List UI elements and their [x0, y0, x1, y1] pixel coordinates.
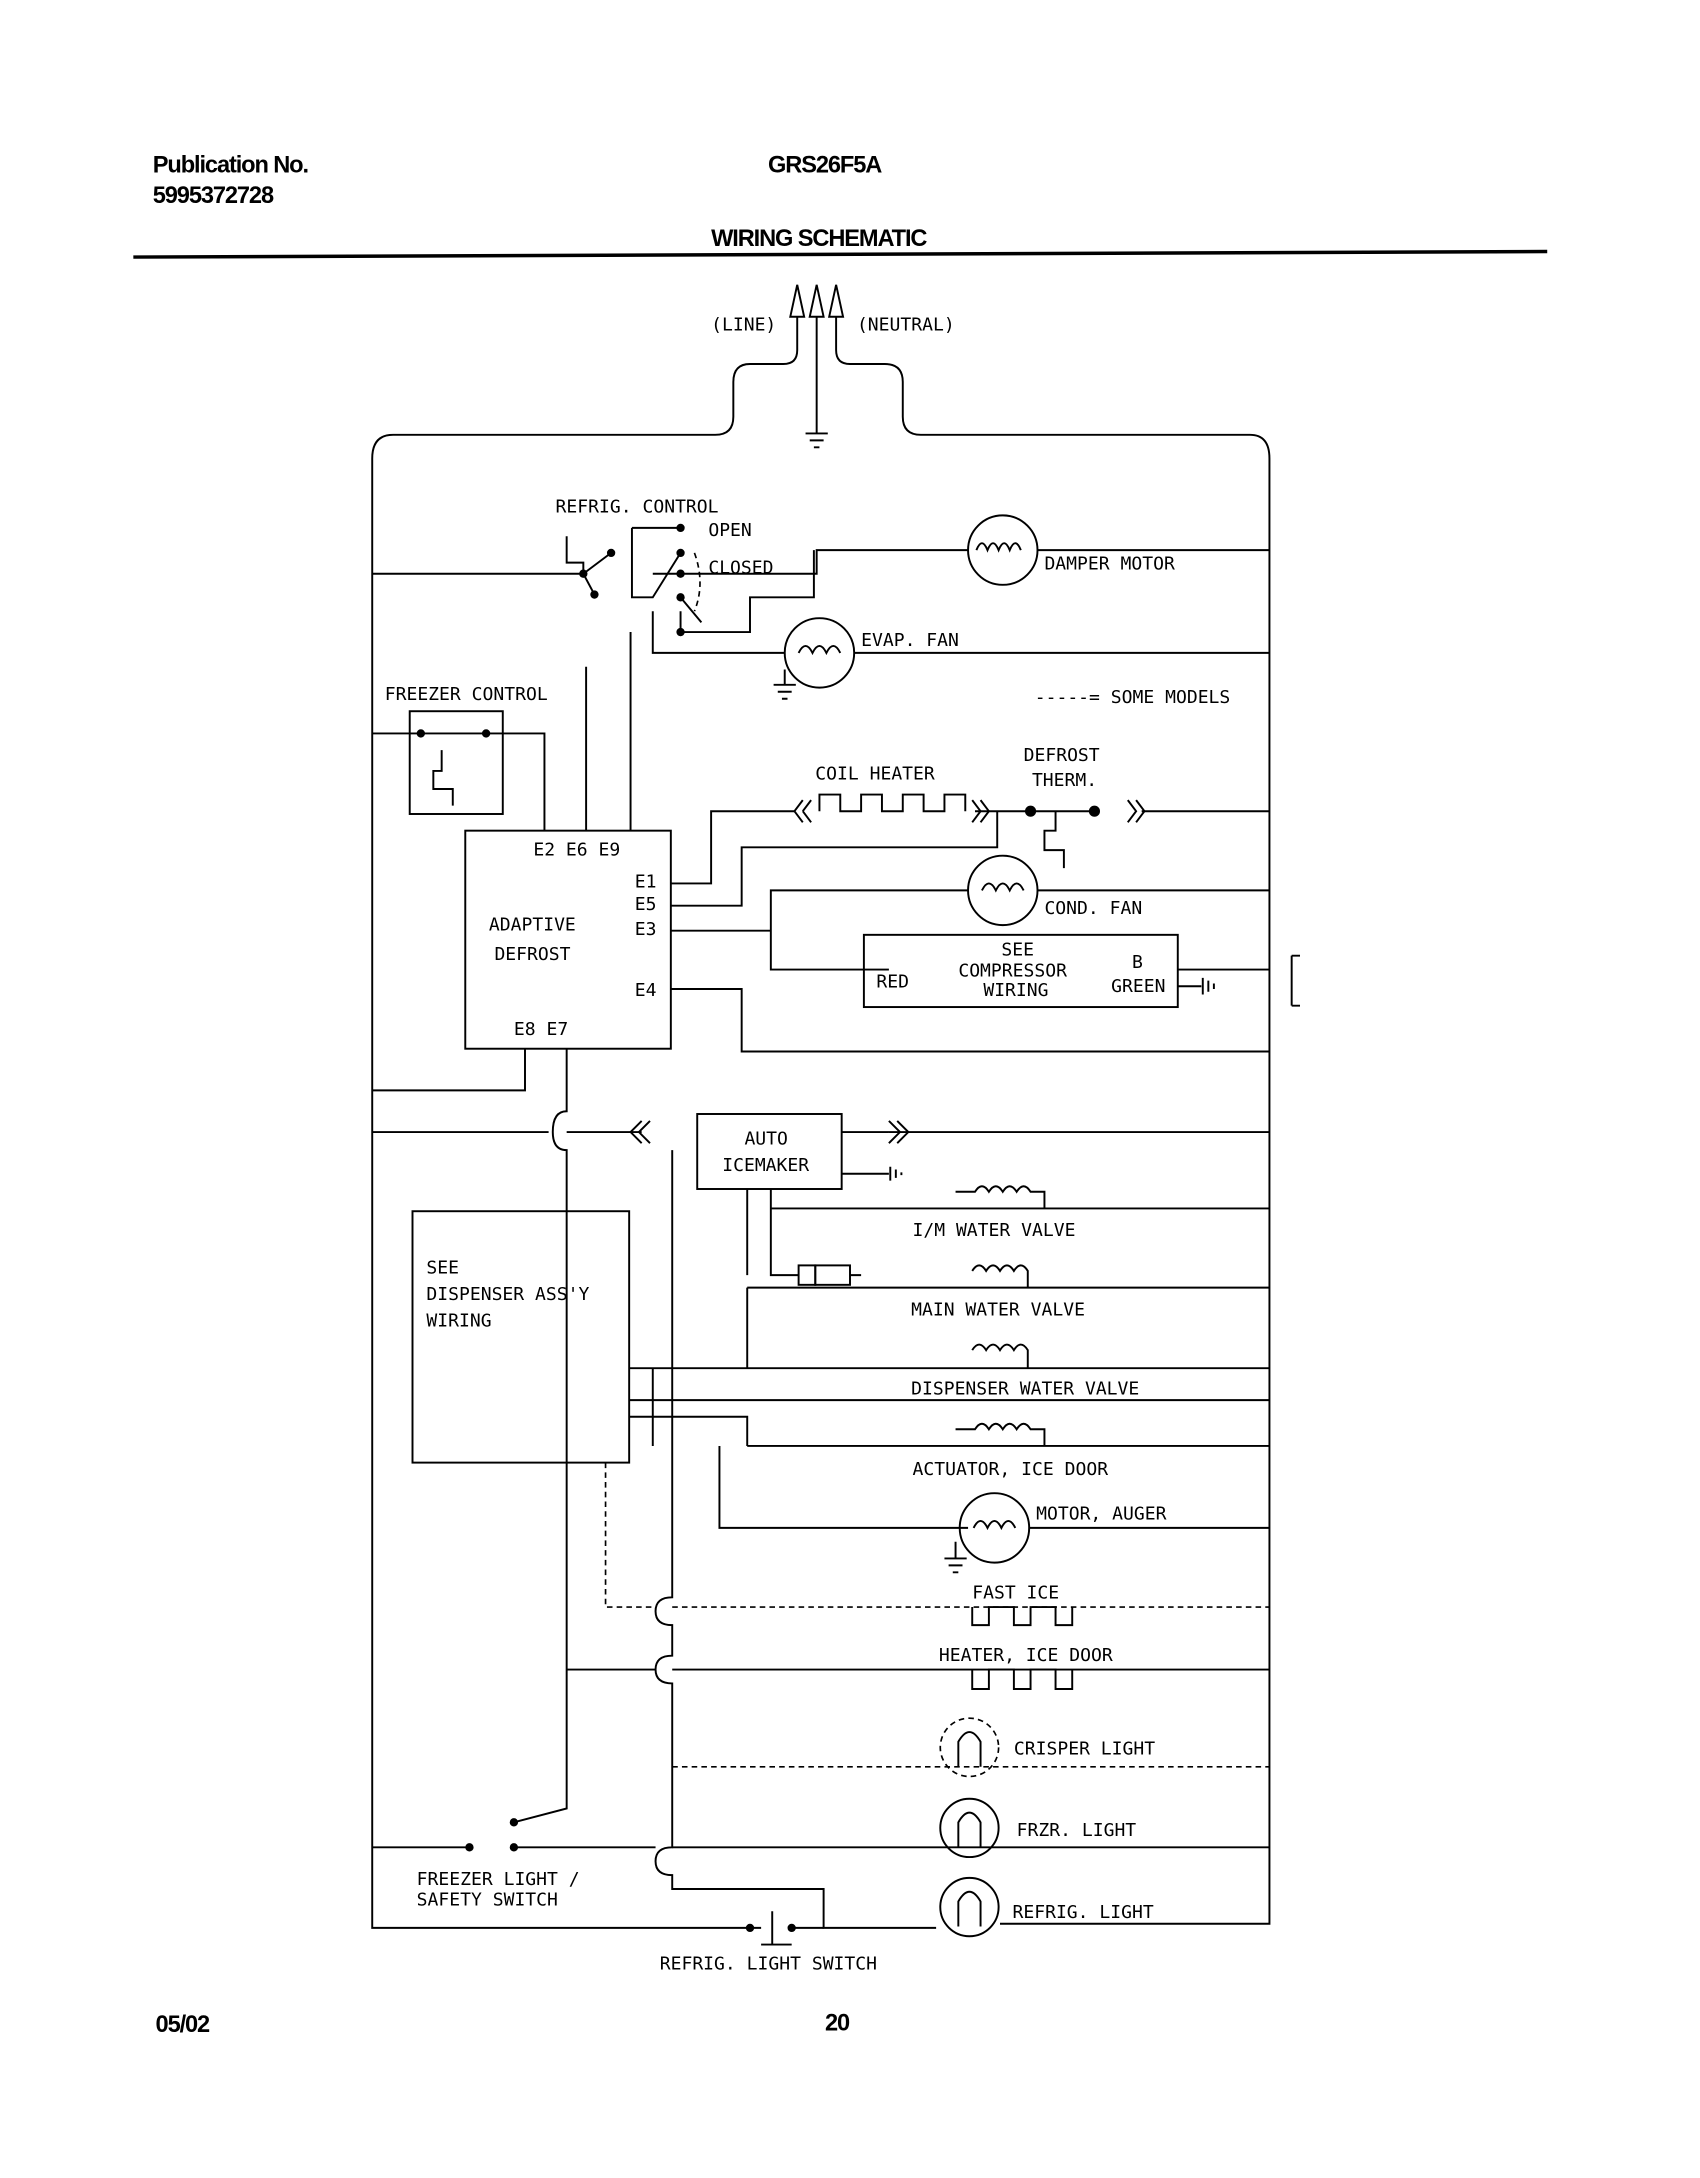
compressor-label-1: COMPRESSOR	[958, 961, 1067, 982]
frzr-light-label: FRZR. LIGHT	[1017, 1820, 1137, 1841]
green-wire-label: GREEN	[1111, 976, 1165, 997]
damper-motor-symbol	[967, 514, 1039, 586]
crisper-light-symbol	[939, 1717, 1000, 1778]
adaptive-defrost-label-1: ADAPTIVE	[489, 915, 576, 936]
publication-number: 5995372728	[153, 183, 274, 209]
page-number: 20	[825, 2011, 850, 2037]
terminal-e4: E4	[635, 980, 657, 1001]
defrost-therm-label-1: DEFROST	[1024, 745, 1100, 766]
terminals-top: E2 E6 E9	[533, 840, 620, 861]
refrig-light-switch-label: REFRIG. LIGHT SWITCH	[660, 1954, 877, 1975]
freezer-switch-label-2: SAFETY SWITCH	[417, 1890, 558, 1911]
model-number: GRS26F5A	[768, 152, 882, 178]
compressor-label-2: WIRING	[983, 980, 1048, 1001]
closed-label: CLOSED	[708, 558, 773, 579]
icemaker-label-1: AUTO	[744, 1129, 787, 1150]
freezer-control-label: FREEZER CONTROL	[385, 684, 548, 705]
evap-fan-label: EVAP. FAN	[861, 630, 959, 651]
refrig-light-symbol	[939, 1876, 1000, 1938]
actuator-ice-door-label: ACTUATOR, ICE DOOR	[913, 1459, 1109, 1480]
refrig-control-label: REFRIG. CONTROL	[556, 497, 719, 518]
page-title: WIRING SCHEMATIC	[711, 226, 927, 252]
terminal-e3: E3	[635, 919, 657, 940]
b-wire-label: B	[1132, 952, 1143, 973]
compressor-box	[862, 933, 1179, 1009]
terminal-e5: E5	[635, 894, 657, 915]
main-water-valve-label: MAIN WATER VALVE	[911, 1299, 1085, 1320]
publication-label: Publication No.	[153, 152, 308, 178]
header-divider	[133, 249, 1548, 259]
motor-auger-label: MOTOR, AUGER	[1036, 1504, 1167, 1525]
heater-ice-door-label: HEATER, ICE DOOR	[939, 1645, 1113, 1666]
evap-fan-symbol	[783, 617, 856, 689]
icemaker-box	[696, 1113, 843, 1190]
switch-contacts	[416, 523, 1100, 1933]
frzr-light-symbol	[939, 1797, 1000, 1859]
icemaker-label-2: ICEMAKER	[722, 1155, 809, 1176]
cond-fan-label: COND. FAN	[1044, 898, 1142, 919]
neutral-label: (NEUTRAL)	[857, 315, 955, 336]
auger-motor-symbol	[958, 1492, 1031, 1564]
dispenser-box	[411, 1210, 631, 1464]
adaptive-defrost-box	[464, 829, 672, 1050]
fast-ice-label: FAST ICE	[972, 1583, 1059, 1604]
labels: (LINE) (NEUTRAL) REFRIG. CONTROL OPEN CL…	[385, 315, 1231, 1975]
damper-motor-label: DAMPER MOTOR	[1044, 554, 1175, 575]
terminals-bottom: E8 E7	[514, 1019, 568, 1040]
line-label: (LINE)	[711, 315, 776, 336]
freezer-switch-label-1: FREEZER LIGHT /	[417, 1869, 580, 1890]
wires	[371, 284, 1300, 1946]
compressor-see: SEE	[1001, 940, 1034, 961]
terminal-e1: E1	[635, 872, 657, 893]
dispenser-water-valve-label: DISPENSER WATER VALVE	[911, 1379, 1139, 1400]
open-label: OPEN	[708, 520, 751, 541]
adaptive-defrost-label-2: DEFROST	[494, 944, 570, 965]
im-water-valve-label: I/M WATER VALVE	[913, 1220, 1076, 1241]
dispenser-label-2: WIRING	[426, 1311, 491, 1332]
dispenser-label-1: DISPENSER ASS'Y	[426, 1284, 589, 1305]
freezer-control-box	[408, 710, 504, 815]
refrig-light-label: REFRIG. LIGHT	[1013, 1902, 1154, 1923]
crisper-light-label: CRISPER LIGHT	[1014, 1738, 1155, 1759]
dispenser-see: SEE	[426, 1258, 459, 1279]
some-models-legend: -----= SOME MODELS	[1035, 687, 1231, 708]
cond-fan-symbol	[967, 854, 1039, 927]
coil-heater-label: COIL HEATER	[815, 763, 935, 784]
footer-date: 05/02	[156, 2012, 211, 2038]
red-wire-label: RED	[876, 972, 909, 993]
defrost-therm-label-2: THERM.	[1032, 770, 1097, 791]
